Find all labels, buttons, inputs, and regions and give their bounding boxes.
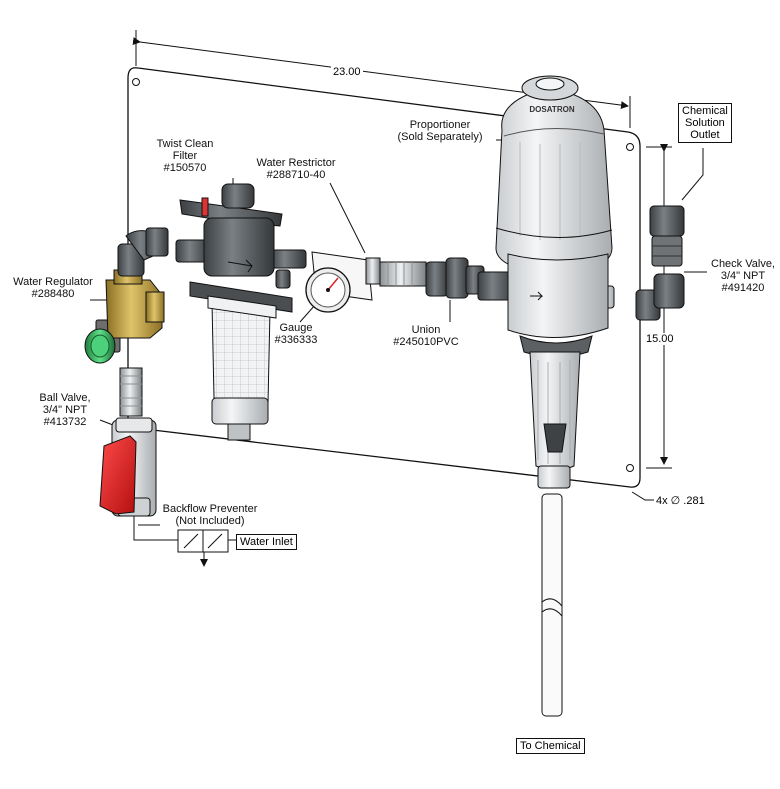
label-line: Check Valve, [711,258,775,270]
mounting-hole [626,143,634,151]
label-line: Water Inlet [240,536,293,548]
label-line: Proportioner [409,119,471,131]
gauge-label: Gauge #336333 [266,322,326,346]
label-line: #245010PVC [393,336,459,348]
water-inlet-box: Water Inlet [236,534,297,550]
label-line: To Chemical [520,740,581,752]
label-line: Union [411,324,441,336]
outlet-elbow [635,273,685,321]
label-line: Gauge [279,322,313,334]
width-dimension-label: 23.00 [331,66,363,78]
water-restrictor-label: Water Restrictor #288710-40 [246,157,346,181]
ball-valve [99,417,157,517]
water-regulator-label: Water Regulator #288480 [8,276,98,300]
chemical-outlet-box: Chemical Solution Outlet [678,103,732,143]
label-line: 3/4" NPT [720,270,766,282]
label-line: 3/4" NPT [42,404,88,416]
height-dimension-label: 15.00 [644,333,676,345]
to-chemical-box: To Chemical [516,738,585,754]
label-line: (Not Included) [175,515,245,527]
check-valve-label: Check Valve, 3/4" NPT #491420 [708,258,778,294]
label-line: Solution [685,117,725,129]
proportioner-label: Proportioner (Sold Separately) [382,119,498,143]
label-line: Twist Clean [156,138,214,150]
label-line: #150570 [163,162,207,174]
pipe-nipple [119,367,143,417]
chemical-tube [541,493,563,717]
check-valve [649,205,685,267]
label-line: #288480 [31,288,75,300]
svg-text:DOSATRON: DOSATRON [529,105,574,114]
mounting-hole [132,78,140,86]
backflow-preventer-symbol [177,529,229,567]
union-label: Union #245010PVC [386,324,466,348]
label-line: Chemical [682,105,728,117]
label-line: #288710-40 [266,169,326,181]
dosatron-logo: DOSATRON [529,105,574,114]
label-line: Ball Valve, [39,392,91,404]
hole-dimension-label: 4x ∅ .281 [654,494,707,507]
twist-filter-label: Twist Clean Filter #150570 [150,138,220,174]
mounting-hole [626,464,634,472]
label-line: Water Restrictor [256,157,336,169]
label-line: #336333 [274,334,318,346]
twist-clean-filter [175,183,307,441]
label-line: Filter [172,150,198,162]
label-line: (Sold Separately) [397,131,483,143]
label-line: Backflow Preventer [162,503,258,515]
label-line: Water Regulator [13,276,93,288]
gauge-connector [275,269,291,289]
water-regulator [84,269,165,364]
label-line: Outlet [690,129,720,141]
ball-valve-label: Ball Valve, 3/4" NPT #413732 [30,392,100,428]
backflow-label: Backflow Preventer (Not Included) [158,503,262,527]
label-line: #413732 [43,416,87,428]
inlet-elbow [117,227,169,277]
pressure-gauge [305,267,351,313]
label-line: #491420 [721,282,765,294]
proportioner [477,75,615,489]
